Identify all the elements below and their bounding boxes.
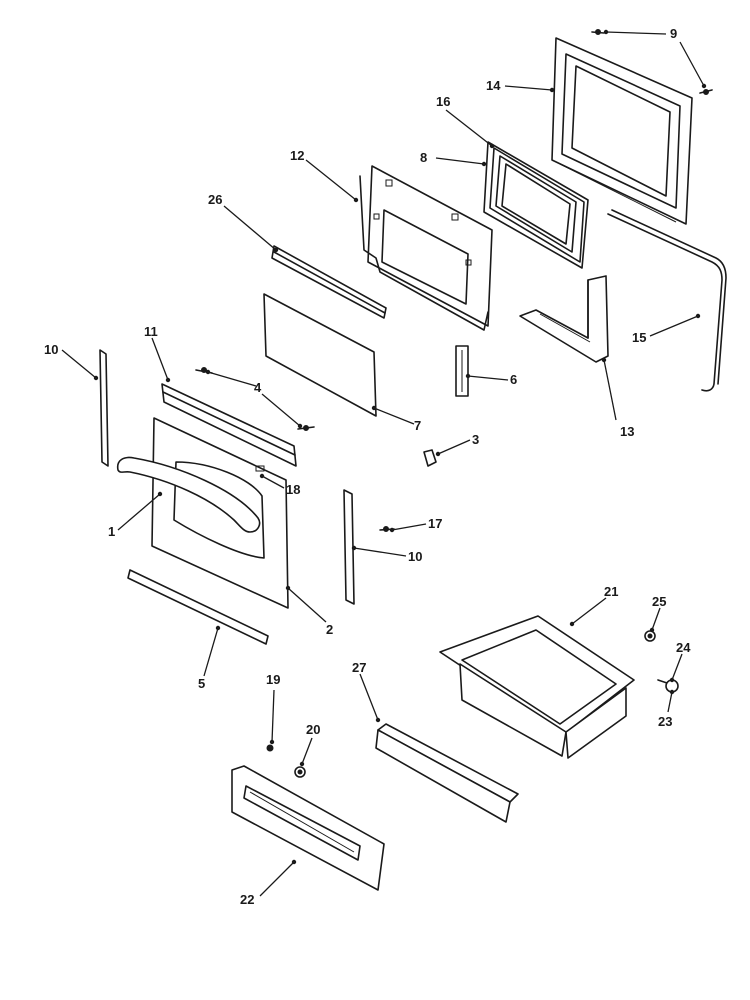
- part-12-insulation-panel: [359, 165, 493, 331]
- callout-5: 5: [198, 676, 205, 691]
- leader-lines: [61, 31, 705, 897]
- callout-20: 20: [306, 722, 320, 737]
- callout-27: 27: [352, 660, 366, 675]
- callout-labels: 9 14 16 8 12 26 15 11 10 4 6 13 7 3 18 1…: [44, 26, 691, 907]
- part-27-drawer-rail: [375, 723, 519, 823]
- callout-16: 16: [436, 94, 450, 109]
- part-9-screw-side: [699, 89, 713, 95]
- part-19-screw: [266, 744, 274, 752]
- callout-19: 19: [266, 672, 280, 687]
- callout-12: 12: [290, 148, 304, 163]
- callout-21: 21: [604, 584, 618, 599]
- callout-23: 23: [658, 714, 672, 729]
- part-8-inner-door-panel: [483, 141, 589, 269]
- callout-8: 8: [420, 150, 427, 165]
- callout-15: 15: [632, 330, 646, 345]
- part-25-nut: [644, 630, 656, 642]
- callout-10-right: 10: [408, 549, 422, 564]
- callout-3: 3: [472, 432, 479, 447]
- part-7-door-glass: [263, 293, 377, 417]
- callout-13: 13: [620, 424, 634, 439]
- part-11-door-channel: [161, 383, 297, 467]
- callout-26: 26: [208, 192, 222, 207]
- part-1-door-handle: [116, 456, 261, 533]
- part-20-nut: [294, 766, 306, 778]
- part-4-screw-upper: [195, 367, 213, 374]
- part-6-hinge-bracket: [455, 345, 469, 397]
- callout-25: 25: [652, 594, 666, 609]
- callout-1: 1: [108, 524, 115, 539]
- part-13-side-insulation: [519, 275, 609, 363]
- part-22-drawer-front: [231, 765, 385, 891]
- leader-arrowheads: [93, 29, 707, 865]
- part-3-clip: [423, 449, 437, 467]
- callout-6: 6: [510, 372, 517, 387]
- part-10-side-trim-left: [99, 349, 109, 467]
- part-16-inner-glass: [489, 147, 585, 263]
- callout-7: 7: [414, 418, 421, 433]
- callout-2: 2: [326, 622, 333, 637]
- callout-10-left: 10: [44, 342, 58, 357]
- part-21-storage-drawer: [439, 615, 635, 759]
- callout-18: 18: [286, 482, 300, 497]
- callout-4: 4: [254, 380, 262, 395]
- callout-17: 17: [428, 516, 442, 531]
- callout-24: 24: [676, 640, 691, 655]
- callout-11: 11: [144, 324, 158, 339]
- part-14-door-frame: [551, 37, 693, 225]
- part-10-side-trim-right: [343, 489, 355, 605]
- part-4-screw-lower: [297, 425, 315, 431]
- part-15-door-gasket: [607, 209, 727, 392]
- callout-9: 9: [670, 26, 677, 41]
- callout-14: 14: [486, 78, 501, 93]
- part-2-outer-door-panel: [151, 417, 289, 609]
- part-5-door-bottom-trim: [127, 569, 269, 645]
- part-9-screw-top: [591, 29, 605, 35]
- callout-22: 22: [240, 892, 254, 907]
- part-26-trim-strip: [271, 245, 387, 319]
